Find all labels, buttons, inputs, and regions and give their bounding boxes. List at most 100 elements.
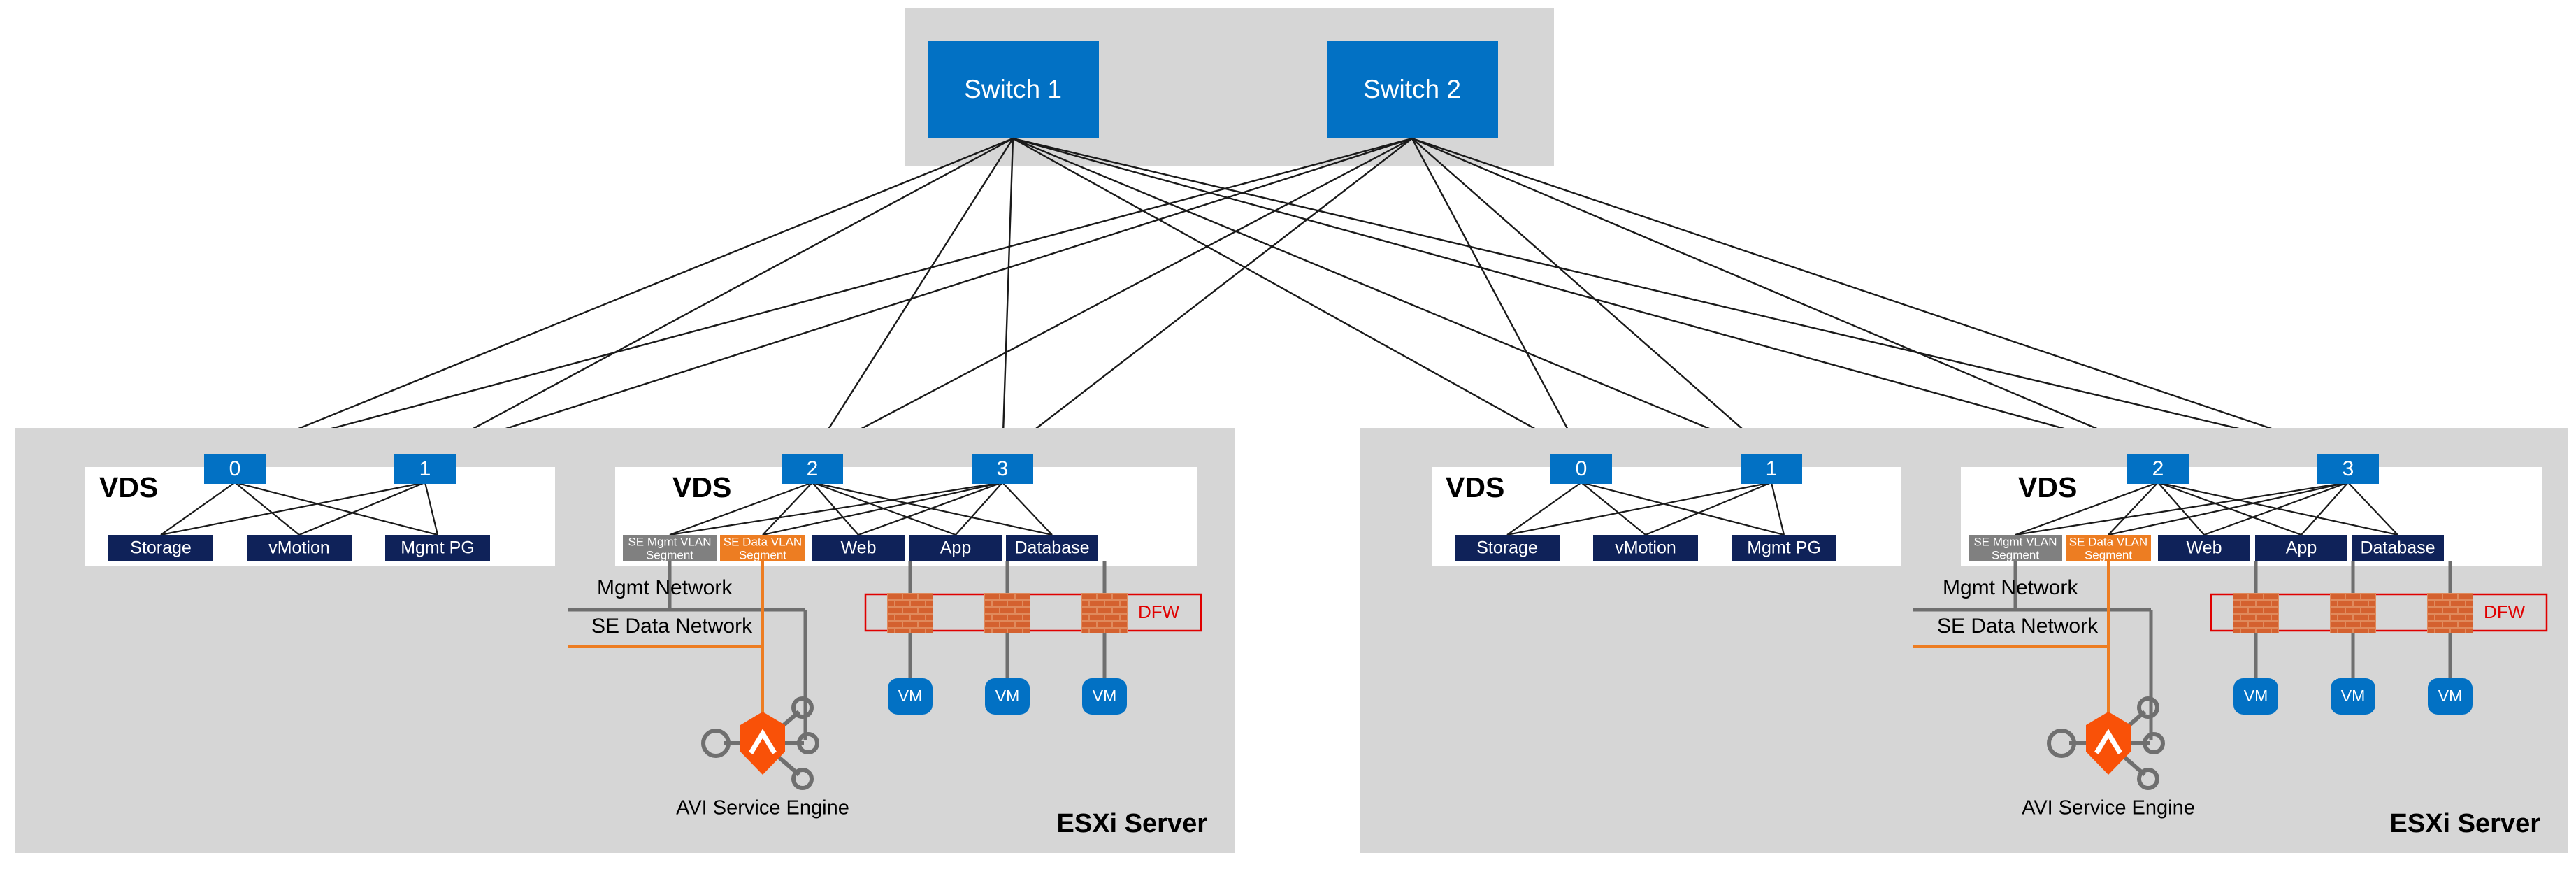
portgroup-mgmt-pg[interactable]: Mgmt PG: [385, 535, 490, 561]
portgroup-app[interactable]: App: [909, 535, 1002, 561]
segment-se-mgmt-vlan[interactable]: SE Mgmt VLAN Segment: [1969, 535, 2062, 561]
portgroup-mgmt-pg-label: Mgmt PG: [401, 538, 475, 558]
segment-se-mgmt-vlan-line1: SE Mgmt VLAN: [628, 535, 711, 548]
uplink-port-0[interactable]: 0: [204, 454, 266, 484]
uplink-port-2[interactable]: 2: [2127, 454, 2189, 484]
uplink-port-3[interactable]: 3: [2317, 454, 2379, 484]
portgroup-vmotion[interactable]: vMotion: [247, 535, 352, 561]
portgroup-mgmt-pg-label: Mgmt PG: [1747, 538, 1821, 558]
uplink-port-3[interactable]: 3: [972, 454, 1033, 484]
portgroup-app-label: App: [2286, 538, 2317, 558]
vm-node[interactable]: VM: [2428, 678, 2473, 715]
uplink-port-2-label: 2: [2152, 457, 2164, 480]
segment-se-data-vlan[interactable]: SE Data VLAN Segment: [720, 535, 805, 561]
dfw-group: DFW: [2210, 561, 2548, 678]
switch-1[interactable]: Switch 1: [928, 41, 1099, 138]
portgroup-vmotion-label: vMotion: [1615, 538, 1676, 558]
portgroup-app[interactable]: App: [2255, 535, 2347, 561]
portgroup-web-label: Web: [841, 538, 877, 558]
segment-se-mgmt-vlan-line2: Segment: [646, 548, 693, 561]
vm-node[interactable]: VM: [2331, 678, 2375, 715]
esxi-host-left: VDS 0 1 Storage: [15, 428, 1235, 853]
se-data-network-label: SE Data Network: [591, 615, 753, 638]
esxi-host-right: VDS 0 1 Storage: [1360, 428, 2568, 853]
segment-se-mgmt-vlan[interactable]: SE Mgmt VLAN Segment: [623, 535, 717, 561]
firewall-icon: [2233, 593, 2279, 633]
vds-title: VDS: [2018, 471, 2077, 503]
vm-label: VM: [2438, 687, 2463, 705]
vds-left-block: VDS 0 1 Storage: [85, 454, 555, 566]
portgroup-database[interactable]: Database: [1006, 535, 1098, 561]
vm-node[interactable]: VM: [1082, 678, 1127, 715]
se-data-network-label: SE Data Network: [1937, 615, 2099, 638]
portgroup-storage-label: Storage: [130, 538, 192, 558]
switch-1-label: Switch 1: [964, 75, 1062, 103]
segment-se-data-vlan[interactable]: SE Data VLAN Segment: [2066, 535, 2151, 561]
portgroup-storage-label: Storage: [1476, 538, 1538, 558]
firewall-icon: [887, 593, 933, 633]
avi-service-engine[interactable]: AVI Service Engine: [2022, 696, 2195, 819]
segment-se-mgmt-vlan-line1: SE Mgmt VLAN: [1973, 535, 2057, 548]
avi-service-engine-label: AVI Service Engine: [676, 797, 849, 819]
portgroup-app-label: App: [940, 538, 971, 558]
vm-node[interactable]: VM: [2233, 678, 2278, 715]
portgroup-storage[interactable]: Storage: [1455, 535, 1560, 561]
uplink-port-1-label: 1: [419, 457, 431, 480]
vm-group: VM VM VM: [888, 678, 1127, 715]
vm-label: VM: [2341, 687, 2366, 705]
esxi-server-label: ESXi Server: [2390, 809, 2541, 838]
uplink-port-1[interactable]: 1: [394, 454, 456, 484]
segment-se-mgmt-vlan-line2: Segment: [1992, 548, 2039, 561]
uplink-port-1-label: 1: [1766, 457, 1778, 480]
vm-label: VM: [898, 687, 923, 705]
vm-node[interactable]: VM: [888, 678, 933, 715]
vds-left-inner-links: [1506, 481, 1785, 536]
segment-se-data-vlan-line2: Segment: [739, 548, 786, 561]
portgroup-web[interactable]: Web: [812, 535, 905, 561]
vds-right-block: VDS 2 3: [615, 454, 1197, 566]
vm-group: VM VM VM: [2233, 678, 2473, 715]
switch-2-label: Switch 2: [1363, 75, 1461, 103]
vm-node[interactable]: VM: [985, 678, 1030, 715]
portgroup-database-label: Database: [2360, 538, 2435, 558]
portgroup-web-label: Web: [2187, 538, 2222, 558]
vds-right-block: VDS 2 3: [1961, 454, 2542, 566]
mgmt-network-label: Mgmt Network: [1943, 576, 2078, 599]
vm-label: VM: [1093, 687, 1117, 705]
vm-label: VM: [995, 687, 1020, 705]
firewall-icon: [1081, 593, 1128, 633]
uplink-port-0[interactable]: 0: [1550, 454, 1612, 484]
dfw-label: DFW: [2484, 601, 2526, 622]
avi-service-engine[interactable]: AVI Service Engine: [676, 696, 849, 819]
portgroup-database[interactable]: Database: [2352, 535, 2444, 561]
portgroup-vmotion[interactable]: vMotion: [1593, 535, 1698, 561]
firewall-icon: [2427, 593, 2473, 633]
portgroup-storage[interactable]: Storage: [108, 535, 213, 561]
vds-right-inner-links: [669, 481, 1053, 536]
vds-title: VDS: [1446, 471, 1504, 503]
uplink-port-2[interactable]: 2: [782, 454, 843, 484]
uplink-port-1[interactable]: 1: [1741, 454, 1802, 484]
vds-left-block: VDS 0 1 Storage: [1432, 454, 1901, 566]
esxi-server-label: ESXi Server: [1057, 809, 1208, 838]
vds-title: VDS: [99, 471, 158, 503]
switch-2[interactable]: Switch 2: [1327, 41, 1498, 138]
uplink-port-3-label: 3: [997, 457, 1009, 480]
segment-se-data-vlan-line1: SE Data VLAN: [2069, 535, 2147, 548]
dfw-group: DFW: [864, 561, 1202, 678]
vds-left-inner-links: [160, 481, 439, 536]
network-buses: Mgmt Network SE Data Network: [568, 561, 807, 752]
uplink-port-2-label: 2: [807, 457, 819, 480]
portgroup-mgmt-pg[interactable]: Mgmt PG: [1732, 535, 1836, 561]
vds-right-inner-links: [2015, 481, 2398, 536]
portgroup-vmotion-label: vMotion: [268, 538, 330, 558]
firewall-icon: [984, 593, 1030, 633]
uplink-port-0-label: 0: [229, 457, 241, 480]
firewall-icon: [2330, 593, 2376, 633]
uplink-port-3-label: 3: [2343, 457, 2354, 480]
vds-title: VDS: [672, 471, 731, 503]
uplink-cables: [234, 137, 2349, 456]
uplink-port-0-label: 0: [1576, 457, 1588, 480]
portgroup-web[interactable]: Web: [2158, 535, 2250, 561]
